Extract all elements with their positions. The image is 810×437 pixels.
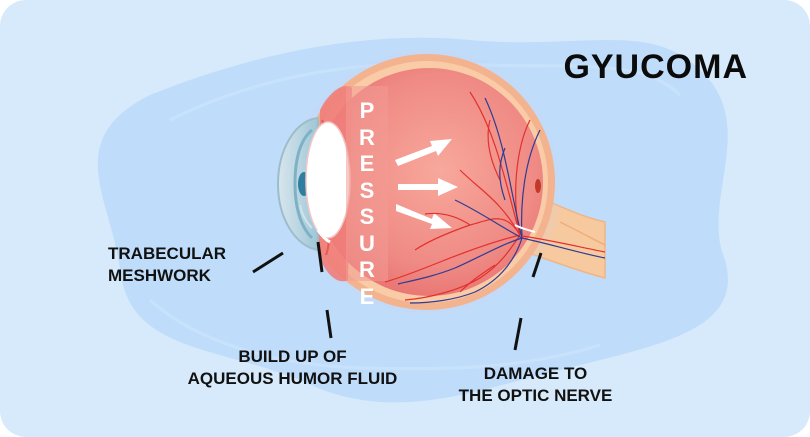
retinal-vessels-red [384, 91, 531, 301]
label-buildup-line2: AQUEOUS HUMOR FLUID [187, 369, 398, 388]
lens [305, 121, 351, 239]
label-trabecular-meshwork: TRABECULAR MESHWORK [108, 243, 226, 287]
pointer-nerve [513, 317, 523, 351]
pressure-arrows [395, 139, 458, 229]
pointer-nerve-top [531, 252, 543, 278]
pressure-label: PRESSURE [359, 98, 375, 309]
label-trabecular-line1: TRABECULAR [108, 244, 227, 263]
diagram-title: GYUCOMA [563, 48, 748, 86]
pointer-trabecular [252, 251, 284, 274]
label-trabecular-line2: MESHWORK [108, 266, 211, 285]
label-damage-line2: THE OPTIC NERVE [458, 386, 613, 405]
pressure-arrow-1 [395, 139, 452, 166]
pressure-arrow-3 [396, 204, 452, 229]
pointer-aqueous [325, 309, 333, 339]
label-aqueous-humor: BUILD UP OF AQUEOUS HUMOR FLUID [175, 346, 410, 390]
pointer-aqueous-top [316, 241, 324, 273]
label-damage-line1: DAMAGE TO [483, 364, 588, 383]
label-optic-nerve-damage: DAMAGE TO THE OPTIC NERVE [438, 363, 633, 407]
pressure-arrow-2 [398, 178, 458, 196]
retinal-vessels-blue [397, 97, 541, 304]
label-buildup-line1: BUILD UP OF [238, 347, 347, 366]
